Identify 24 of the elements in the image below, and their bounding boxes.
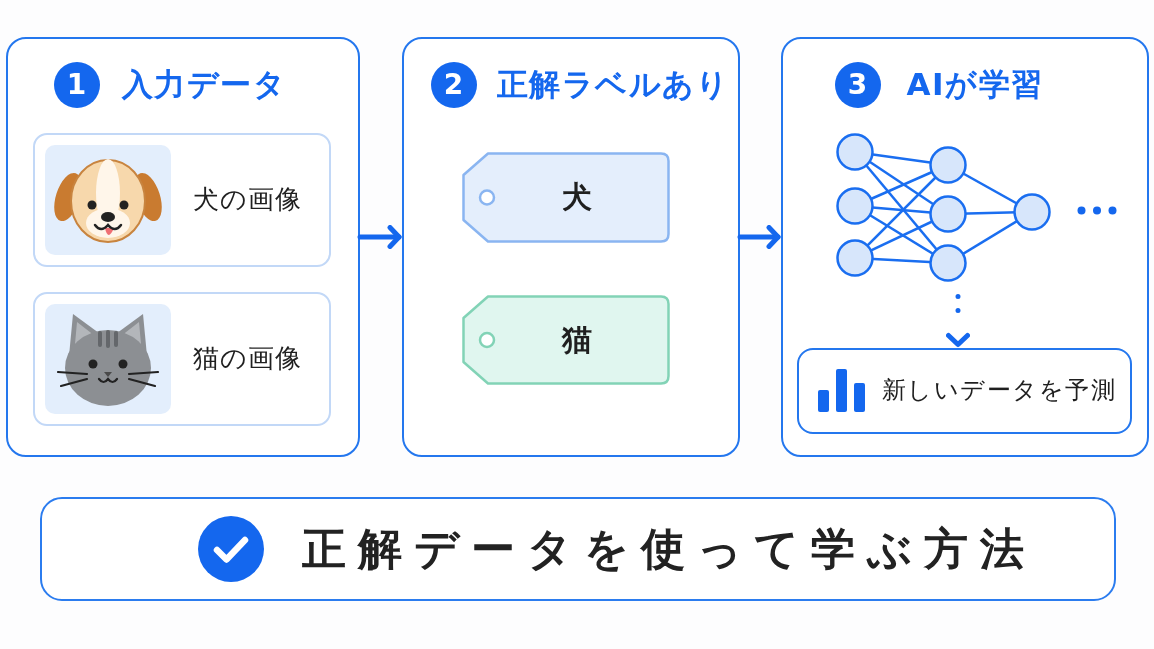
arrow (357, 225, 402, 249)
panel-heading: 入力データ (121, 66, 286, 104)
neural-network-illustration (834, 132, 1053, 283)
step-panel (6, 37, 360, 457)
panel-heading: 正解ラベルあり (496, 66, 729, 104)
panel-heading: AIが学習 (906, 66, 1044, 104)
step-number-badge: 1 (53, 61, 100, 108)
banner-text: 正解データを使って学ぶ方法 (301, 522, 1036, 576)
step-panel (402, 37, 740, 457)
step-number-badge: 3 (834, 61, 881, 108)
tag-label: 猫 (561, 321, 592, 358)
step-panel (781, 37, 1149, 457)
image-card (32, 291, 331, 426)
image-caption: 犬の画像 (192, 183, 302, 216)
step-number-badge: 2 (430, 61, 477, 108)
tag-label: 犬 (561, 179, 592, 215)
label-tag (461, 294, 670, 385)
label-tag (461, 151, 670, 243)
result-text: 新しいデータを予測 (881, 376, 1116, 405)
result-box (796, 347, 1132, 434)
arrow (737, 225, 781, 249)
image-caption: 猫の画像 (192, 342, 302, 375)
summary-banner (40, 497, 1116, 601)
image-card (32, 132, 331, 267)
